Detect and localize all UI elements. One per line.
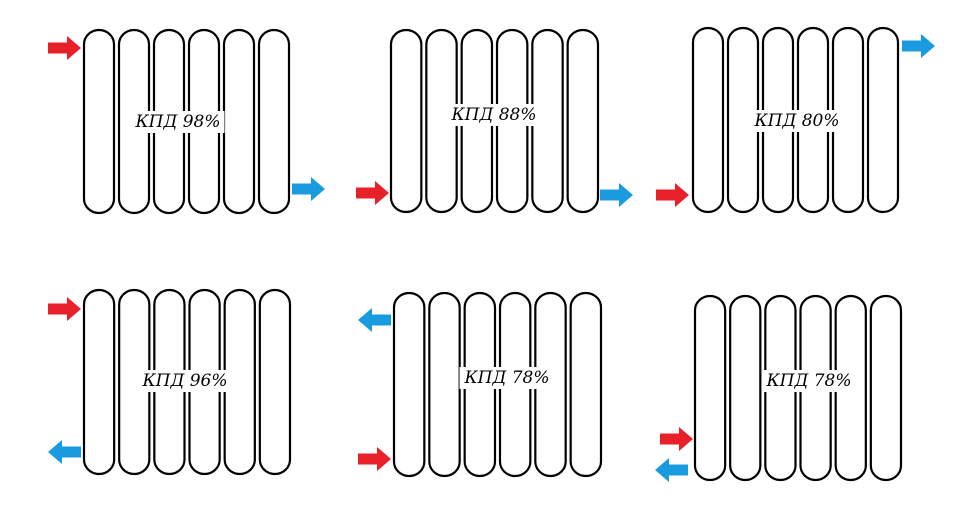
supply-arrow-icon (48, 297, 81, 321)
radiator-section (222, 28, 256, 215)
supply-arrow-icon (656, 183, 689, 207)
radiator-section (428, 291, 461, 478)
supply-arrow-icon (660, 427, 693, 451)
label-background (749, 110, 844, 132)
radiator-section (257, 28, 291, 215)
label-background (459, 367, 554, 389)
radiator-bottom-middle: КПД 78% (358, 291, 603, 478)
return-arrow-icon (48, 440, 81, 464)
efficiency-label: КПД 78% (464, 368, 550, 388)
radiator-section (389, 28, 423, 214)
return-arrow-icon (655, 458, 688, 482)
efficiency-label: КПД 96% (142, 371, 228, 391)
radiator-section (729, 294, 762, 482)
return-arrow-icon (358, 308, 391, 332)
radiator-section (82, 288, 116, 476)
efficiency-label: КПД 98% (135, 112, 221, 132)
return-arrow-icon (902, 34, 935, 58)
radiator-top-left: КПД 98% (48, 28, 325, 215)
return-arrow-icon (292, 177, 325, 201)
return-arrow-icon (600, 183, 633, 207)
radiator-top-middle: КПД 88% (356, 28, 633, 214)
efficiency-label: КПД 78% (766, 371, 852, 391)
radiator-section (691, 26, 725, 214)
efficiency-label: КПД 88% (451, 105, 537, 125)
label-background (446, 104, 541, 126)
label-background (130, 111, 225, 133)
radiator-section (693, 294, 727, 482)
radiator-bottom-right: КПД 78% (655, 294, 903, 482)
supply-arrow-icon (356, 181, 389, 205)
radiator-bottom-left: КПД 96% (48, 288, 292, 476)
radiator-top-right: КПД 80% (656, 26, 935, 214)
radiator-section (392, 291, 426, 478)
supply-arrow-icon (358, 447, 391, 471)
label-background (137, 370, 232, 392)
radiator-section (869, 294, 903, 482)
radiator-section (569, 291, 603, 478)
supply-arrow-icon (48, 36, 81, 60)
radiator-section (82, 28, 116, 215)
label-background (761, 370, 856, 392)
radiator-section (566, 28, 600, 214)
radiator-section (866, 26, 900, 214)
radiator-section (258, 288, 292, 476)
efficiency-label: КПД 80% (754, 111, 840, 131)
